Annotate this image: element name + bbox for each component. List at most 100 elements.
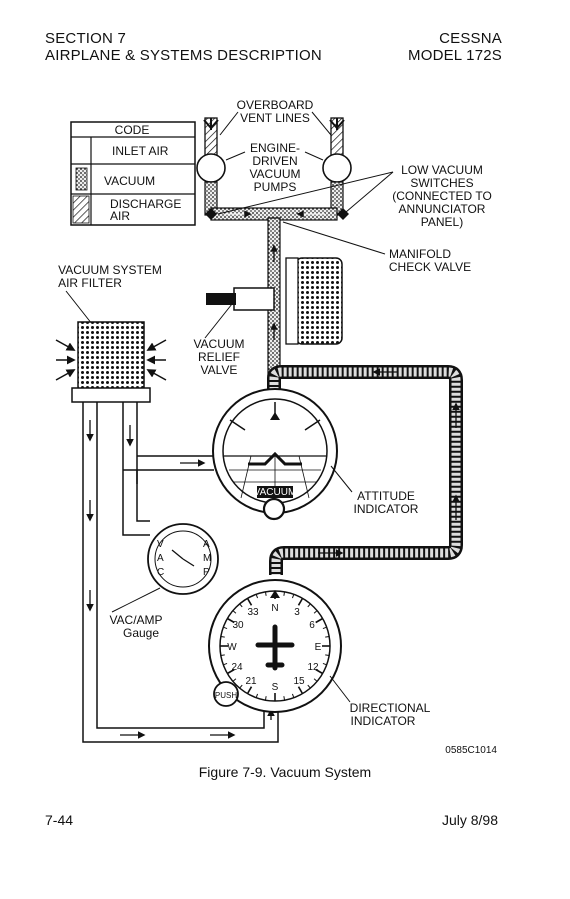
compass-tick [246,597,253,606]
pumps-label-3: VACUUM [249,167,300,181]
attitude-face-label: VACUUM [254,487,297,498]
switch-label-1: LOW VACUUM [401,163,483,177]
di-6-label: 6 [309,620,315,631]
compass-tick [307,684,311,689]
header-left: SECTION 7 AIRPLANE & SYSTEMS DESCRIPTION [45,30,322,64]
compass-tick [283,696,286,701]
attitude-knob-icon [262,497,286,521]
switch-label-4: ANNUNCIATOR [399,202,486,216]
pumps-label-1: ENGINE- [250,141,300,155]
filter-element [77,321,145,391]
switch-label-5: PANEL) [421,215,463,229]
vacuum-air-filter: VACUUM SYSTEM AIR FILTER [55,263,167,403]
vac-amp-gauge: V A C A M P VAC/AMP Gauge [109,523,219,640]
check-valve-body [295,257,343,345]
right-switch-icon [337,208,349,220]
section-subtitle: AIRPLANE & SYSTEMS DESCRIPTION [45,47,322,64]
legend-air: AIR [110,209,130,223]
di-n-label: N [271,603,278,614]
gauge-a2-label: A [203,539,210,550]
di-e-label: E [315,642,322,653]
compass-tick [232,678,237,682]
compass-tick [322,626,327,630]
overboard-label-2: VENT LINES [240,111,310,125]
compass-tick [283,591,286,596]
pumps-label-4: PUMPS [254,180,297,194]
left-pump-icon [196,153,226,183]
gauge-label-2: Gauge [123,626,159,640]
attitude-label-2: INDICATOR [354,502,419,516]
di-w-label: W [227,642,237,653]
legend: CODE INLET AIR VACUUM DISCHARGE AIR [70,121,196,226]
switch-label-3: (CONNECTED TO [392,189,492,203]
di-3-label: 3 [294,607,300,618]
relief-valve-body [233,287,275,311]
compass-tick [322,662,327,666]
compass-tick [239,684,243,689]
di-24-label: 24 [231,662,243,673]
overboard-label-1: OVERBOARD [237,98,314,112]
relief-valve-knob [206,293,236,305]
model-label: MODEL 172S [408,47,502,64]
gauge-a-label: A [157,553,164,564]
compass-tick [264,591,267,596]
drawing-number: 0585C1014 [445,745,497,756]
manifold-label-1: MANIFOLD [389,247,451,261]
vacuum-pumps: ENGINE- DRIVEN VACUUM PUMPS [196,141,352,221]
legend-box [70,121,196,226]
attitude-label-1: ATTITUDE [357,489,415,503]
compass-tick [313,610,318,614]
compass-tick [255,693,259,698]
di-30-label: 30 [232,620,244,631]
compass-tick [232,610,237,614]
section-label: SECTION 7 [45,30,126,47]
directional-label-2: INDICATOR [351,714,416,728]
overboard-vent-lines: OVERBOARD VENT LINES [203,98,345,157]
attitude-indicator: VACUUM ATTITUDE INDICATOR [212,388,419,521]
gauge-p-label: P [203,567,210,578]
discharge-swatch [72,195,90,224]
compass-tick [223,626,228,630]
di-12-label: 12 [307,662,319,673]
compass-tick [226,617,235,624]
inlet-air-lines [82,402,279,743]
directional-label-1: DIRECTIONAL [350,701,431,715]
legend-inlet-air: INLET AIR [112,144,169,158]
relief-label-1: VACUUM [193,337,244,351]
directional-indicator: N 3 33 30 W 24 21 S 15 12 E 6 PUSH DIREC… [208,579,431,728]
gauge-c-label: C [157,567,164,578]
pumps-label-2: DRIVEN [252,154,297,168]
filter-label-1: VACUUM SYSTEM [58,263,162,277]
di-33-label: 33 [247,607,259,618]
compass-tick [291,693,295,698]
di-15-label: 15 [293,676,305,687]
compass-ticks [220,591,330,701]
di-21-label: 21 [245,676,257,687]
compass-tick [264,696,267,701]
gauge-needle-left [171,549,184,560]
compass-tick [307,603,311,608]
legend-discharge: DISCHARGE [110,197,181,211]
switch-label-2: SWITCHES [410,176,473,190]
left-switch-icon [205,208,217,220]
push-knob[interactable] [213,681,239,707]
gauge-v-label: V [157,539,164,550]
compass-tick [325,635,330,638]
compass-tick [246,686,253,695]
airplane-icon [255,624,295,671]
legend-title: CODE [115,123,150,137]
compass-tick [315,617,324,624]
main-vacuum-line: MANIFOLD CHECK VALVE VACUUM RELIEF VALVE [193,217,471,391]
compass-tick [239,603,243,608]
compass-tick [315,668,324,675]
push-knob-label: PUSH [215,691,237,700]
compass-tick [220,635,225,638]
manifold-label-2: CHECK VALVE [389,260,471,274]
low-vacuum-switches-label: LOW VACUUM SWITCHES (CONNECTED TO ANNUNC… [217,163,492,229]
vacuum-swatch [75,167,88,191]
relief-label-3: VALVE [201,363,238,377]
compass-tick [297,686,304,695]
filter-label-2: AIR FILTER [58,276,122,290]
gauge-needle-right [182,558,195,567]
compass-tick [297,597,304,606]
